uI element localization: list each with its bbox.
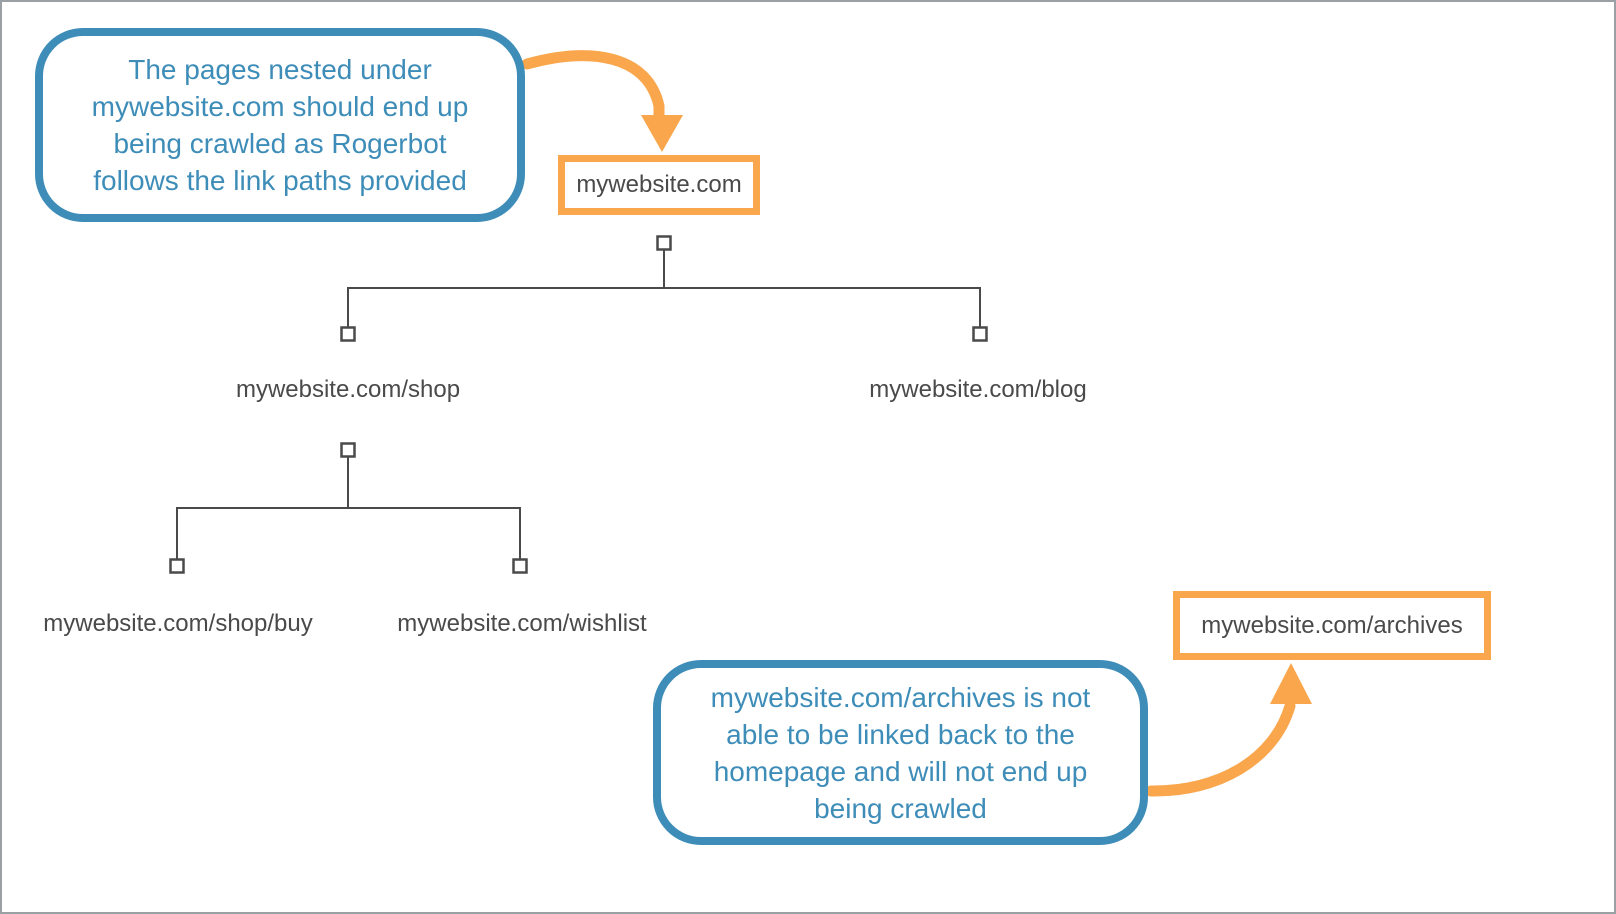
- callout-pages-crawled: The pages nested under mywebsite.com sho…: [35, 28, 525, 222]
- connector-handles: [169, 235, 988, 574]
- callout-archives-not-crawled: mywebsite.com/archives is not able to be…: [653, 660, 1148, 845]
- tree-connector-lines-shop: [176, 456, 521, 560]
- node-label-shop-buy: mywebsite.com/shop/buy: [43, 610, 313, 637]
- arrow-to-root-shaft: [521, 50, 665, 123]
- node-box-root: mywebsite.com: [558, 155, 760, 215]
- connector-handle: [656, 235, 672, 251]
- connector-handle: [169, 558, 185, 574]
- connector-handle: [972, 326, 988, 342]
- arrow-to-root-head: [641, 115, 683, 152]
- connector-handle: [512, 558, 528, 574]
- arrow-to-archives-shaft: [1145, 700, 1296, 797]
- arrow-to-root-icon: [521, 50, 683, 152]
- arrow-to-archives-head: [1270, 663, 1312, 704]
- arrow-to-archives-icon: [1145, 663, 1312, 797]
- node-label-wishlist: mywebsite.com/wishlist: [397, 610, 647, 637]
- connector-handle: [340, 326, 356, 342]
- tree-connector-lines-root: [347, 249, 981, 328]
- connector-handle: [340, 442, 356, 458]
- node-box-archives: mywebsite.com/archives: [1173, 591, 1491, 660]
- node-label-blog: mywebsite.com/blog: [869, 376, 1087, 403]
- node-label-shop: mywebsite.com/shop: [235, 376, 461, 403]
